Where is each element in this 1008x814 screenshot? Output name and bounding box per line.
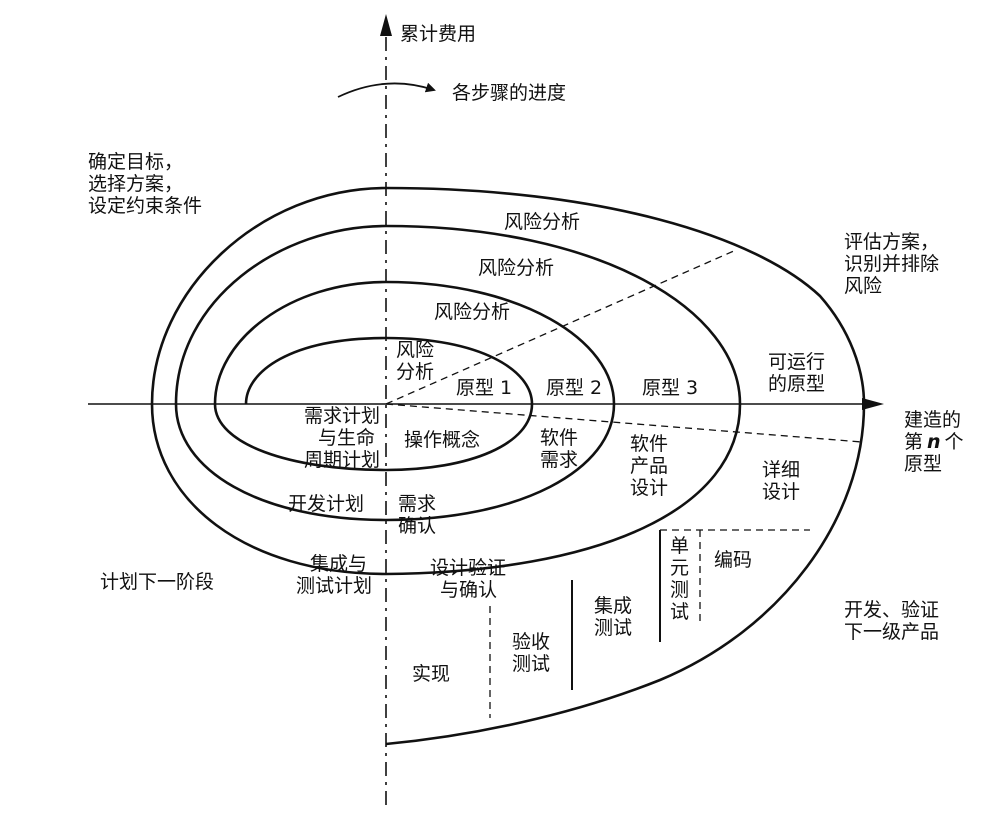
req-plan-3: 周期计划 [304,449,380,471]
y-axis-label: 累计费用 [400,23,476,45]
progress-arrow [337,82,436,98]
software-req-1: 软件 [540,427,578,449]
spiral-loop-3 [150,224,742,576]
spiral-loop-4 [150,186,866,746]
unit-test-1: 单 [670,535,689,557]
horizontal-axis-arrow [862,398,884,410]
operational-prototype-1: 可运行 [768,351,825,373]
unit-test-3: 测 [670,579,689,601]
operational-prototype-2: 的原型 [768,373,825,395]
detailed-design-2: 设计 [762,481,800,503]
design-validation-2: 与确认 [440,579,497,601]
risk-analysis-outer1: 风险分析 [504,211,580,233]
dev-plan: 开发计划 [288,493,364,515]
risk-analysis-inner-2: 分析 [396,361,434,383]
risk-analysis-outer2: 风险分析 [478,257,554,279]
quadrant-bottom-left: 计划下一阶段 [100,571,214,593]
quadrant-bottom-right-2: 下一级产品 [844,621,939,643]
quadrant-top-right-3: 风险 [844,275,882,297]
quadrant-bottom-right-1: 开发、验证 [844,599,939,621]
implementation: 实现 [412,663,450,685]
x-axis-label-line1: 建造的 [904,409,961,431]
acceptance-test-1: 验收 [512,631,550,653]
integration-test-1: 集成 [594,595,632,617]
integration-plan-1: 集成与 [310,553,367,575]
operation-concept: 操作概念 [404,428,480,451]
prototype-2: 原型 2 [546,377,602,399]
unit-test-2: 元 [670,557,689,579]
detailed-design-1: 详细 [762,459,800,481]
prototype-3: 原型 3 [642,377,698,399]
quadrant-top-left-2: 选择方案， [88,173,183,195]
progress-label: 各步骤的进度 [452,82,566,104]
product-design-2: 产品 [630,455,668,477]
quadrant-top-right-1: 评估方案， [844,231,939,253]
vertical-axis-arrow [380,14,392,36]
dashed-line-lower [385,403,863,443]
integration-plan-2: 测试计划 [296,575,372,597]
acceptance-test-2: 测试 [512,653,550,675]
quadrant-top-left-1: 确定目标， [88,151,183,173]
spiral-loop-2 [174,280,616,522]
dashed-line-upper [385,249,737,405]
quadrant-top-right-2: 识别并排除 [844,253,939,275]
spiral-loop-1 [213,336,534,472]
req-plan-2: 与生命 [318,427,375,449]
risk-analysis-inner-1: 风险 [396,339,434,361]
risk-analysis-outer3: 风险分析 [434,301,510,323]
software-req-2: 需求 [540,449,578,471]
x-axis-label-line3: 原型 [904,453,942,475]
integration-test-2: 测试 [594,617,632,639]
prototype-1: 原型 1 [456,377,512,399]
req-plan-1: 需求计划 [304,405,380,427]
req-validation-2: 确认 [398,515,436,537]
design-validation-1: 设计验证 [430,557,506,579]
product-design-3: 设计 [630,477,668,499]
coding: 编码 [714,549,752,571]
product-design-1: 软件 [630,433,668,455]
unit-test-4: 试 [670,601,689,623]
req-validation-1: 需求 [398,493,436,515]
quadrant-top-left-3: 设定约束条件 [88,195,202,217]
